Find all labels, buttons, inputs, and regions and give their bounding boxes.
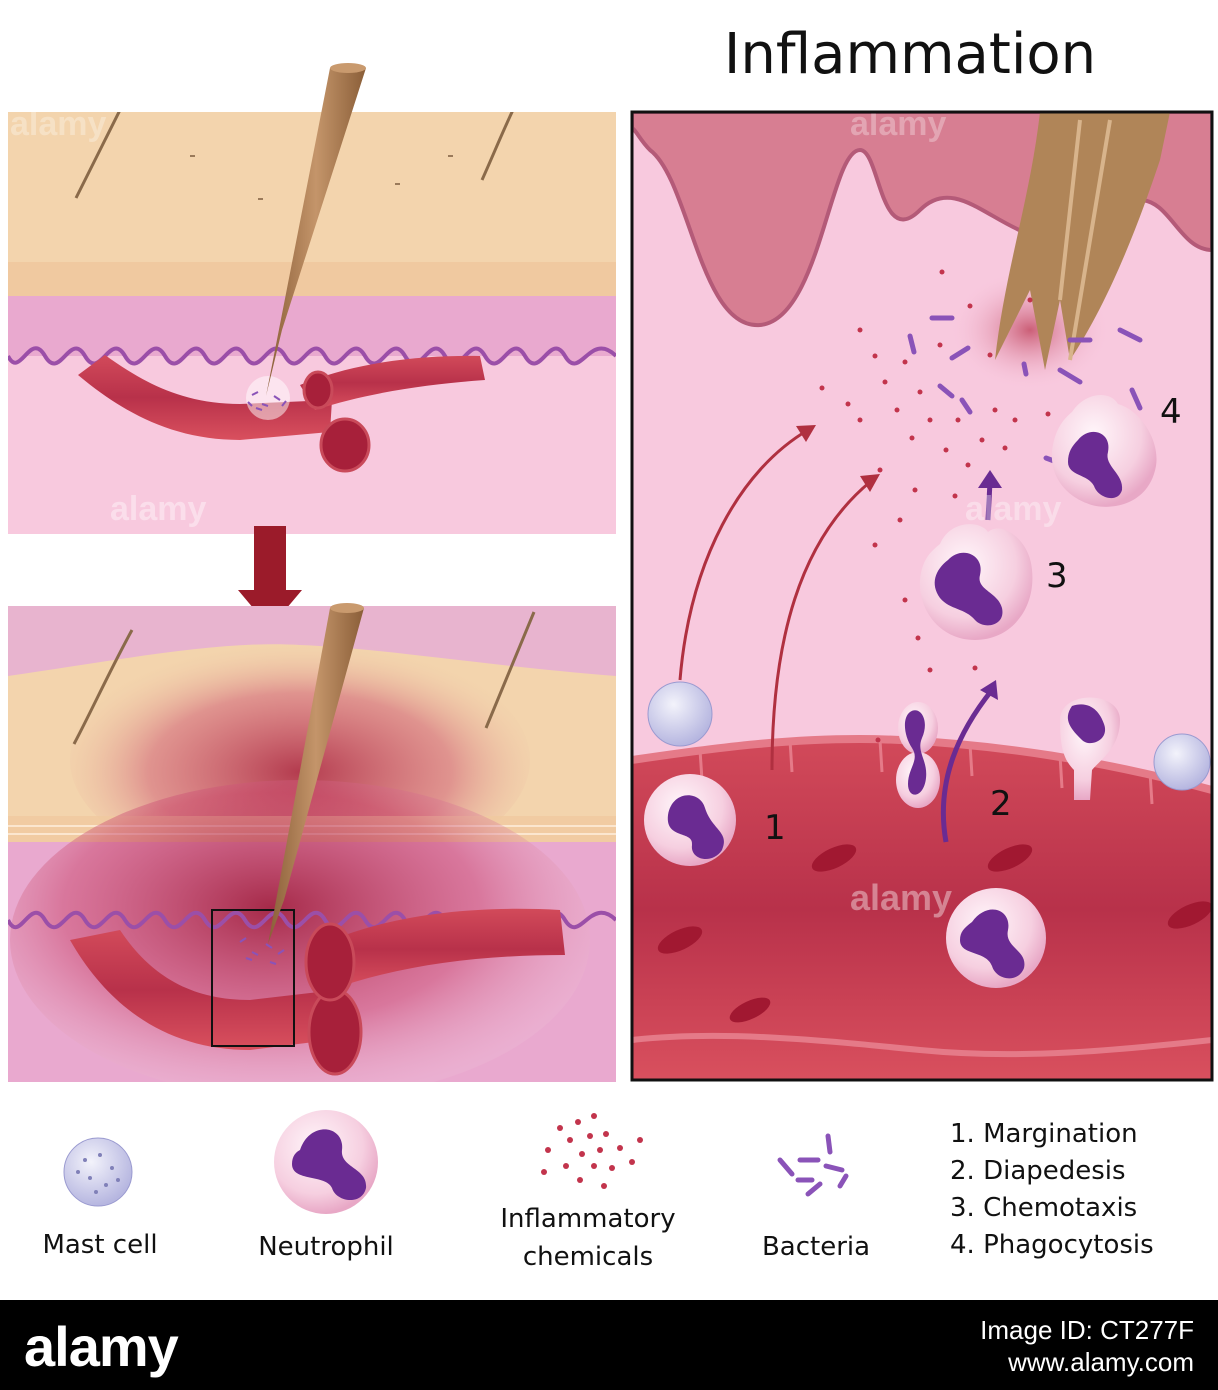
epidermis-band <box>8 262 616 296</box>
neutrophil-margination <box>644 774 736 866</box>
legend-bacteria-icon <box>777 1133 849 1197</box>
legend-mast-cell-label: Mast cell <box>42 1230 158 1260</box>
step-diapedesis: 2. Diapedesis <box>950 1156 1126 1186</box>
blood-vessel-large <box>632 739 1212 1080</box>
step-number-4: 4 <box>1160 392 1182 432</box>
mast-cell <box>1153 733 1211 791</box>
pore <box>448 155 453 157</box>
legend-mast-cell-icon <box>63 1137 133 1207</box>
step-margination: 1. Margination <box>950 1119 1138 1149</box>
step-number-2: 2 <box>990 784 1012 824</box>
transition-arrow <box>238 526 302 628</box>
bacteria <box>907 315 1143 467</box>
endothelial-cell-borders <box>698 739 1154 805</box>
footer-image-id: Image ID: CT277F <box>980 1315 1194 1345</box>
endothelium <box>632 735 1212 794</box>
inflammatory-chemicals <box>819 269 1051 743</box>
chemotaxis-arrow <box>985 481 993 521</box>
bacteria-cluster <box>247 391 287 411</box>
page-title: Inflammation <box>723 22 1097 87</box>
neutrophil-phagocytosis <box>1051 394 1157 507</box>
step-number-3: 3 <box>1046 556 1068 596</box>
chemotaxis-arrow-head <box>978 470 1002 488</box>
dilated-vessel-left <box>70 930 336 1050</box>
vessel-opening-small <box>302 370 334 410</box>
hair-left <box>72 629 134 745</box>
legend-bacteria-label: Bacteria <box>761 1232 871 1262</box>
splinter-highlight <box>1058 119 1112 361</box>
mast-cell <box>647 681 713 747</box>
bacteria-cluster <box>239 937 285 965</box>
neutrophil-diapedesis <box>896 702 940 808</box>
vessel-opening <box>304 922 356 1002</box>
vessel-wall-bottom <box>632 1032 1212 1058</box>
watermark: alamy <box>110 490 206 528</box>
red-blood-cells <box>657 844 1212 1023</box>
chemical-arrow-1 <box>678 428 809 681</box>
legend-inflammatory-label-1: Inflammatory <box>500 1204 676 1234</box>
panel-magnified: alamy alamy alamy <box>630 105 1214 1082</box>
splinter-bottom <box>268 608 364 944</box>
neutrophil-in-vessel <box>946 888 1046 988</box>
wound-site <box>246 376 290 420</box>
chemical-arrow-2-head <box>860 474 880 492</box>
footer-image-info: Image ID: CT277F www.alamy.com <box>980 1314 1194 1378</box>
hair-left <box>74 112 121 199</box>
pore <box>395 183 400 185</box>
splinter-magnified <box>995 112 1170 370</box>
legend-inflammatory-chemicals-icon <box>541 1113 643 1189</box>
pore <box>190 155 195 157</box>
vessel-opening <box>307 988 363 1076</box>
diapedesis-arrow <box>940 688 994 843</box>
splinter-bottom-end <box>330 603 364 613</box>
magnified-frame <box>630 110 1214 1082</box>
vessel-opening <box>319 417 371 473</box>
legend-neutrophil-icon <box>274 1110 378 1214</box>
neutrophil-chemotaxis <box>919 524 1033 640</box>
footer-site: www.alamy.com <box>1008 1347 1194 1377</box>
step-phagocytosis: 4. Phagocytosis <box>950 1230 1154 1260</box>
steps-list: 1. Margination 2. Diapedesis 3. Chemotax… <box>950 1116 1154 1264</box>
watermark: alamy <box>10 105 106 143</box>
dermal-papillae <box>8 296 616 364</box>
neutrophil-emigrated <box>1060 697 1120 800</box>
footer-bar: alamy Image ID: CT277F www.alamy.com <box>0 1300 1218 1390</box>
legend-inflammatory-label-2: chemicals <box>522 1242 654 1272</box>
panel-inflamed <box>8 606 616 1082</box>
chemical-arrow-1-head <box>796 425 816 442</box>
diapedesis-arrow-head <box>980 680 998 700</box>
footer-logo: alamy <box>24 1315 179 1378</box>
chemical-arrow-2 <box>770 480 871 771</box>
blood-vessel-right <box>300 355 485 410</box>
zoom-box <box>211 909 295 1047</box>
dilated-vessel-right <box>310 908 565 990</box>
pore <box>258 198 263 200</box>
hair-right <box>480 112 514 181</box>
legend-neutrophil-label: Neutrophil <box>258 1232 394 1262</box>
watermark: alamy <box>850 105 946 143</box>
step-number-1: 1 <box>764 808 786 848</box>
watermark: alamy <box>850 877 952 918</box>
splinter-top-end <box>330 63 366 73</box>
watermark: alamy <box>965 490 1061 528</box>
step-chemotaxis: 3. Chemotaxis <box>950 1193 1138 1223</box>
hair-right <box>484 611 536 729</box>
